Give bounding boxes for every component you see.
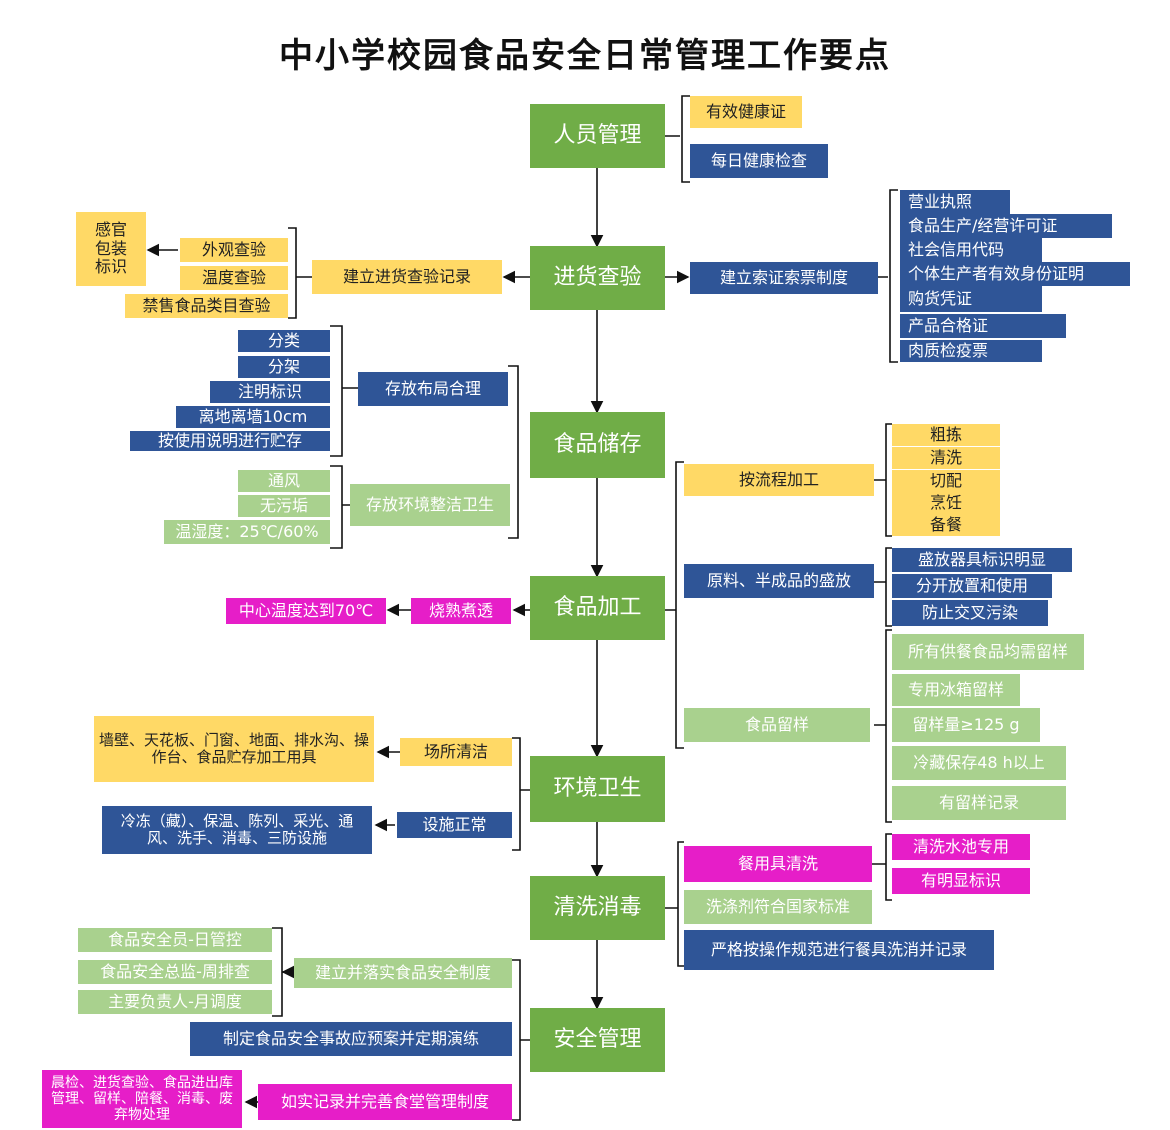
voucher-item: 营业执照	[900, 190, 1010, 214]
canteen-record-detail: 晨检、进货查验、食品进出库管理、留样、陪餐、消毒、废弃物处理	[42, 1070, 242, 1128]
layout-item: 分架	[238, 356, 330, 378]
voucher-item: 个体生产者有效身份证明	[900, 262, 1130, 286]
temperature-check[interactable]: 温度查验	[180, 266, 288, 290]
site-cleaning-detail: 墙壁、天花板、门窗、地面、排水沟、操作台、食品贮存加工用具	[94, 716, 374, 782]
senses-package-label: 感官 包装 标识	[76, 212, 146, 286]
voucher-item: 肉质检疫票	[900, 340, 1042, 362]
core-temperature: 中心温度达到70℃	[226, 598, 386, 624]
voucher-item: 产品合格证	[900, 314, 1066, 338]
detergent-standard[interactable]: 洗涤剂符合国家标准	[684, 890, 872, 924]
sample-item: 专用冰箱留样	[892, 674, 1020, 706]
sample-item: 留样量≥125 g	[892, 708, 1040, 742]
process-flow[interactable]: 按流程加工	[684, 464, 874, 496]
sample-item: 冷藏保存48 h以上	[892, 746, 1066, 780]
health-cert[interactable]: 有效健康证	[690, 96, 802, 128]
emergency-plan[interactable]: 制定食品安全事故应预案并定期演练	[190, 1022, 512, 1056]
wash-procedure[interactable]: 严格按操作规范进行餐具洗消并记录	[684, 930, 994, 970]
system-item: 主要负责人-月调度	[78, 990, 272, 1014]
layout-item: 离地离墙10cm	[176, 406, 330, 428]
page-title: 中小学校园食品安全日常管理工作要点	[279, 36, 891, 76]
voucher-item: 社会信用代码	[900, 238, 1042, 262]
purchase-record[interactable]: 建立进货查验记录	[312, 260, 502, 294]
node-cleaning[interactable]: 清洗消毒	[530, 876, 665, 940]
env-item: 无污垢	[238, 495, 330, 517]
storage-environment[interactable]: 存放环境整洁卫生	[350, 484, 510, 526]
layout-item: 注明标识	[210, 381, 330, 403]
voucher-item: 食品生产/经营许可证	[900, 214, 1112, 238]
storage-layout[interactable]: 存放布局合理	[358, 372, 508, 406]
site-cleaning[interactable]: 场所清洁	[400, 738, 512, 766]
node-storage[interactable]: 食品储存	[530, 412, 665, 478]
layout-item: 分类	[238, 330, 330, 352]
node-purchase[interactable]: 进货查验	[530, 246, 665, 310]
appearance-check[interactable]: 外观查验	[180, 238, 288, 262]
safety-system[interactable]: 建立并落实食品安全制度	[294, 958, 512, 988]
flow-item: 烹饪	[892, 492, 1000, 514]
banned-food-check[interactable]: 禁售食品类目查验	[125, 294, 288, 318]
sample-item: 有留样记录	[892, 786, 1066, 820]
tableware-cleaning[interactable]: 餐用具清洗	[684, 846, 872, 882]
env-item: 温湿度：25℃/60%	[164, 520, 330, 544]
system-item: 食品安全总监-周排查	[78, 960, 272, 984]
layout-item: 按使用说明进行贮存	[130, 431, 330, 451]
cook-through[interactable]: 烧熟煮透	[411, 598, 511, 624]
flow-item: 切配	[892, 470, 1000, 492]
node-processing[interactable]: 食品加工	[530, 576, 665, 640]
tableware-item: 有明显标识	[892, 868, 1030, 894]
holding-item: 防止交叉污染	[892, 600, 1048, 626]
food-sample[interactable]: 食品留样	[684, 708, 870, 742]
holding-item: 盛放器具标识明显	[892, 548, 1072, 572]
node-personnel[interactable]: 人员管理	[530, 104, 665, 168]
flow-item: 粗拣	[892, 424, 1000, 446]
sample-item: 所有供餐食品均需留样	[892, 634, 1084, 670]
node-safety[interactable]: 安全管理	[530, 1008, 665, 1072]
daily-health-check[interactable]: 每日健康检查	[690, 144, 828, 178]
holding[interactable]: 原料、半成品的盛放	[684, 564, 874, 598]
canteen-record[interactable]: 如实记录并完善食堂管理制度	[258, 1084, 512, 1120]
system-item: 食品安全员-日管控	[78, 928, 272, 952]
flow-item: 备餐	[892, 514, 1000, 536]
flow-item: 清洗	[892, 447, 1000, 469]
facilities-normal[interactable]: 设施正常	[397, 812, 512, 838]
facilities-detail: 冷冻（藏）、保温、陈列、采光、通风、洗手、消毒、三防设施	[102, 806, 372, 854]
env-item: 通风	[238, 470, 330, 492]
node-environment[interactable]: 环境卫生	[530, 756, 665, 822]
voucher-item: 购货凭证	[900, 286, 1042, 312]
holding-item: 分开放置和使用	[892, 574, 1052, 598]
tableware-item: 清洗水池专用	[892, 834, 1030, 860]
voucher-system[interactable]: 建立索证索票制度	[690, 262, 878, 294]
